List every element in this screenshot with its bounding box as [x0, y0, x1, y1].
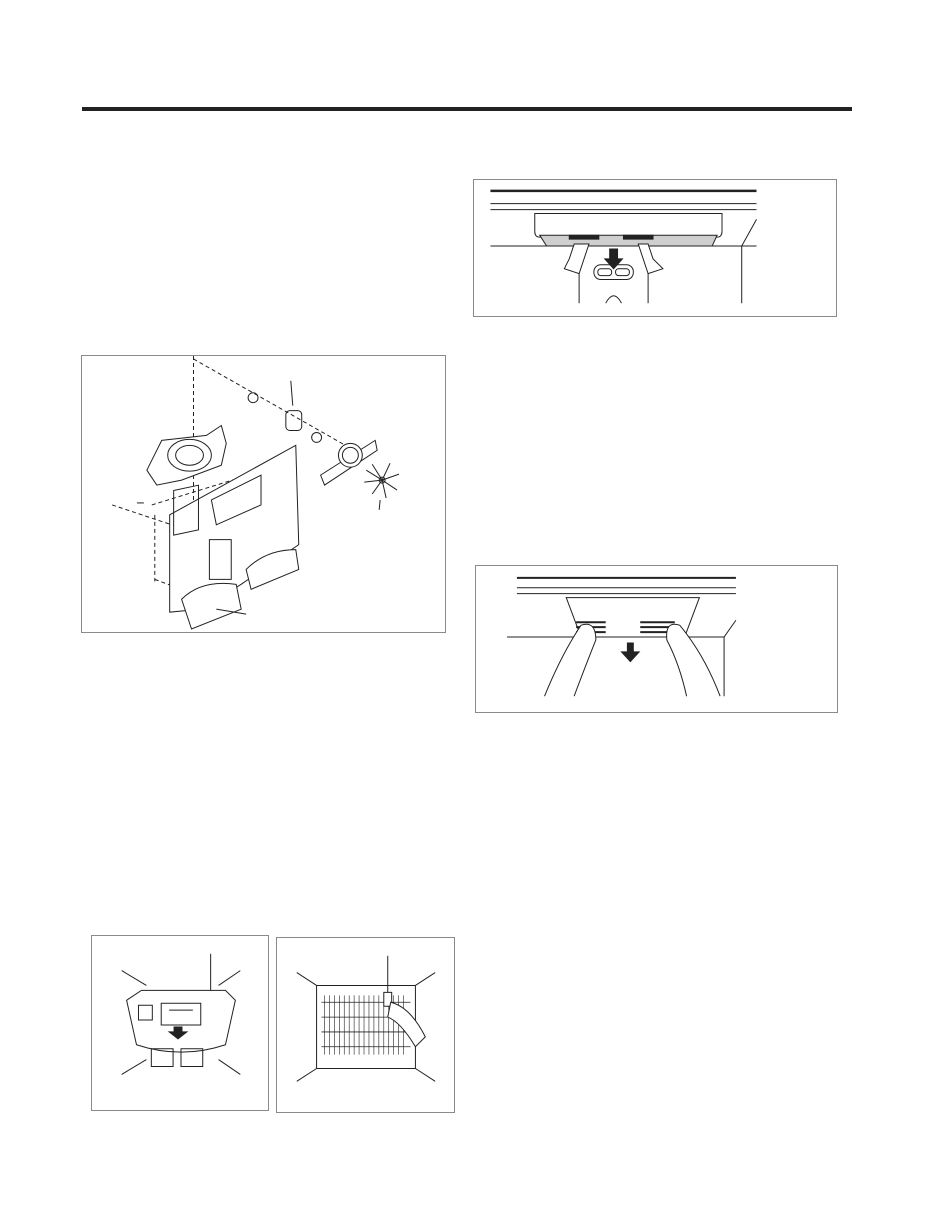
exploded-diagram: [82, 356, 445, 632]
cover-removal-illustration: [474, 180, 836, 316]
figure-evaporator: [276, 937, 455, 1113]
arrow-down-icon: [169, 1027, 187, 1039]
drain-cover-illustration: [92, 936, 268, 1110]
evaporator-illustration: [277, 938, 454, 1112]
figure-remove-cover-step-2: [475, 565, 838, 713]
header-rule: [82, 107, 852, 111]
arrow-down-icon: [605, 249, 623, 269]
figure-drain-cover: [91, 935, 269, 1111]
figure-remove-cover-step-1: [473, 179, 837, 317]
arrow-down-icon: [621, 643, 639, 662]
cover-removal-hands-illustration: [476, 566, 837, 712]
figure-exploded-fan-assembly: [81, 355, 446, 633]
